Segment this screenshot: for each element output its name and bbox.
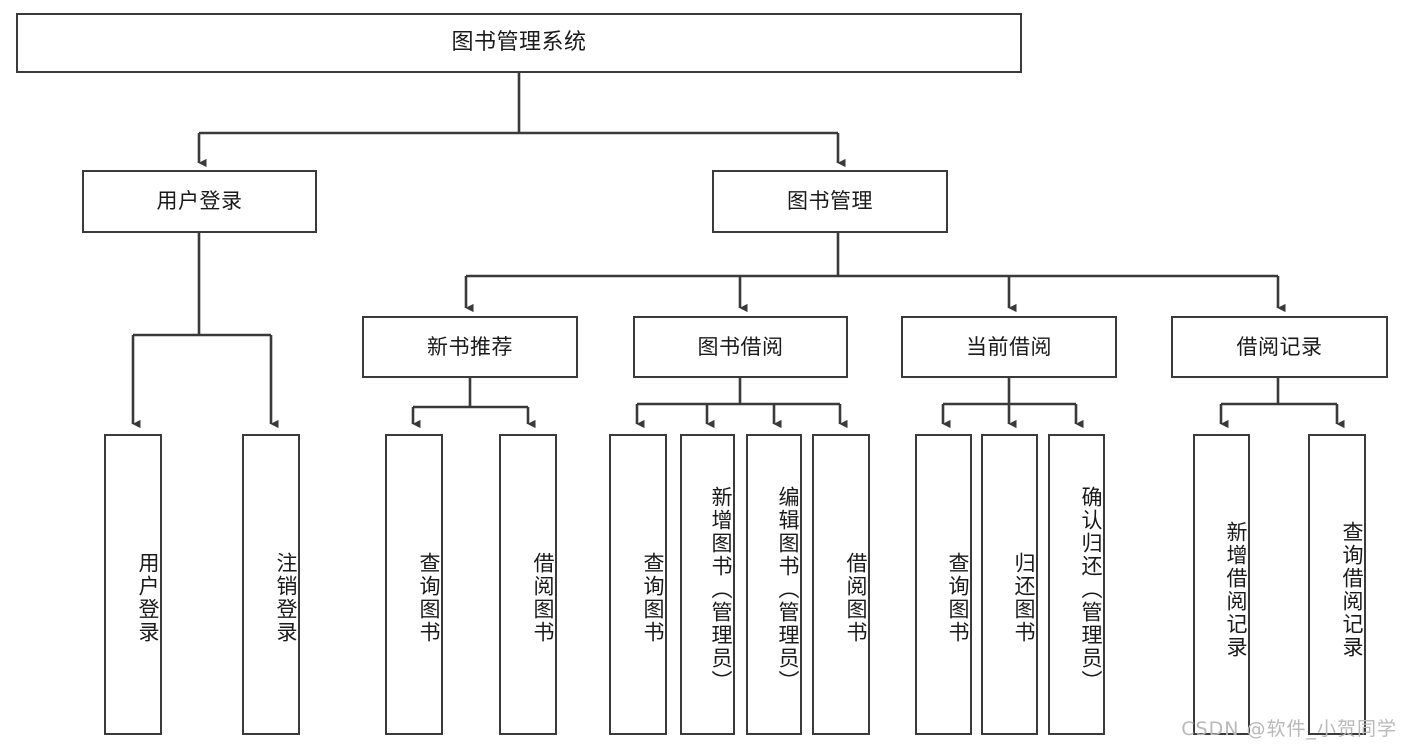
node-label: 查询图书 — [641, 551, 665, 644]
leaf-add-borrow-record[interactable]: 新增借阅记录 — [1193, 434, 1250, 735]
leaf-confirm-return-admin[interactable]: 确认归还（管理员） — [1048, 434, 1105, 735]
node-new-book-recommend[interactable]: 新书推荐 — [362, 316, 578, 378]
leaf-borrow-book-newbook[interactable]: 借阅图书 — [499, 434, 557, 735]
node-label: 查询借阅记录 — [1340, 520, 1364, 659]
node-label: 归还图书 — [1012, 551, 1036, 644]
node-label: 编辑图书（管理员） — [776, 486, 800, 693]
watermark: CSDN @软件_小贺同学 — [1181, 718, 1397, 740]
leaf-query-book-current[interactable]: 查询图书 — [915, 434, 972, 735]
leaf-user-login[interactable]: 用户登录 — [104, 434, 162, 735]
node-label: 用户登录 — [156, 189, 243, 214]
node-label: 新增图书（管理员） — [709, 486, 733, 693]
leaf-edit-book-admin[interactable]: 编辑图书（管理员） — [746, 434, 802, 735]
node-label: 借阅图书 — [531, 551, 555, 644]
leaf-add-book-admin[interactable]: 新增图书（管理员） — [680, 434, 735, 735]
node-label: 新增借阅记录 — [1224, 520, 1248, 659]
node-label: 注销登录 — [274, 551, 298, 644]
node-label: 查询图书 — [417, 551, 441, 644]
node-label: 图书管理 — [787, 189, 873, 214]
node-label: 用户登录 — [136, 551, 160, 644]
node-user-login[interactable]: 用户登录 — [82, 170, 317, 233]
node-label: 查询图书 — [946, 551, 970, 644]
node-label: 当前借阅 — [966, 334, 1052, 359]
node-book-management[interactable]: 图书管理 — [712, 170, 948, 233]
leaf-query-book-newbook[interactable]: 查询图书 — [385, 434, 443, 735]
node-label: 新书推荐 — [427, 334, 513, 359]
leaf-borrow-book-borrow[interactable]: 借阅图书 — [812, 434, 870, 735]
leaf-return-book[interactable]: 归还图书 — [981, 434, 1038, 735]
leaf-query-borrow-record[interactable]: 查询借阅记录 — [1308, 434, 1366, 735]
node-root[interactable]: 图书管理系统 — [16, 13, 1022, 73]
node-current-borrow[interactable]: 当前借阅 — [901, 316, 1117, 378]
node-label: 借阅图书 — [844, 551, 868, 644]
node-book-borrow[interactable]: 图书借阅 — [633, 316, 848, 378]
node-label: 借阅记录 — [1236, 334, 1323, 359]
node-borrow-record[interactable]: 借阅记录 — [1171, 316, 1388, 378]
leaf-logout[interactable]: 注销登录 — [242, 434, 300, 735]
node-label: 图书管理系统 — [451, 30, 587, 56]
node-label: 图书借阅 — [697, 334, 784, 359]
node-label: 确认归还（管理员） — [1079, 486, 1103, 693]
leaf-query-book-borrow[interactable]: 查询图书 — [609, 434, 667, 735]
